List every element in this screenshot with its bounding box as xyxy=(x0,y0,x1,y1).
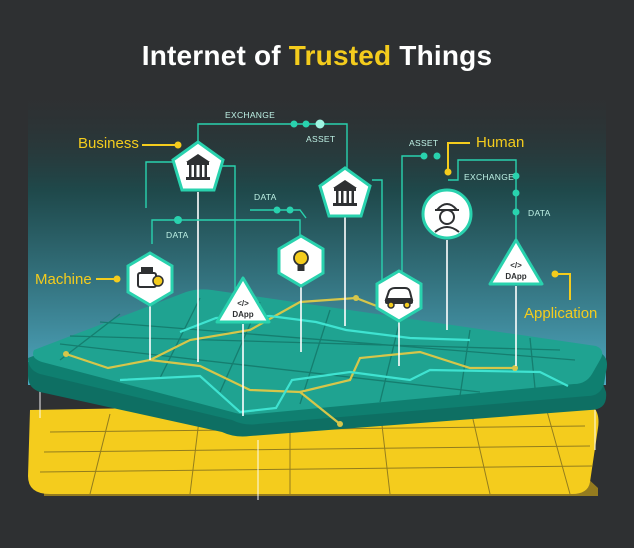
iot-device-node-icon xyxy=(277,234,325,288)
lightbulb-icon xyxy=(293,250,309,271)
bank-building-icon xyxy=(186,154,210,180)
teal-top-layer xyxy=(28,289,607,427)
page-title: Internet of Trusted Things xyxy=(0,40,634,72)
dapp-label-2: DApp xyxy=(505,272,526,281)
flow-label-data-right: DATA xyxy=(528,208,551,218)
flow-label-asset-right: ASSET xyxy=(409,138,438,148)
label-application: Application xyxy=(524,305,597,322)
dapp-node-icon: </> DApp xyxy=(215,276,271,324)
yellow-base-layer xyxy=(28,400,599,496)
dapp-label: DApp xyxy=(232,310,253,319)
label-human: Human xyxy=(476,134,524,151)
flow-label-data-left: DATA xyxy=(166,230,189,240)
business-node-icon-2 xyxy=(318,166,372,218)
node-stems xyxy=(149,192,517,416)
title-part-2: Things xyxy=(391,40,493,71)
flow-label-asset-top: ASSET xyxy=(306,134,335,144)
payment-terminal-icon xyxy=(137,267,164,288)
bank-building-icon xyxy=(333,180,357,206)
code-icon: </> xyxy=(237,299,249,308)
teal-circuit xyxy=(119,314,569,414)
car-icon xyxy=(384,287,414,309)
business-node-icon xyxy=(171,140,225,192)
machine-node-icon xyxy=(126,251,174,307)
connector-dots xyxy=(174,119,520,224)
human-node-icon xyxy=(421,188,473,240)
label-machine: Machine xyxy=(35,271,92,288)
flow-label-exchange-top: EXCHANGE xyxy=(225,110,275,120)
vehicle-node-icon xyxy=(375,269,423,323)
application-node-icon: </> DApp xyxy=(488,238,544,286)
flow-label-exchange-right: EXCHANGE xyxy=(464,172,514,182)
label-business: Business xyxy=(78,135,139,152)
person-icon xyxy=(434,203,460,233)
connectors xyxy=(145,123,517,298)
title-highlight: Trusted xyxy=(288,40,392,71)
entity-labels: Business Human Machine Application xyxy=(35,134,597,322)
title-part-1: Internet of xyxy=(141,40,289,71)
flow-label-data-mid: DATA xyxy=(254,192,277,202)
code-icon: </> xyxy=(510,261,522,270)
